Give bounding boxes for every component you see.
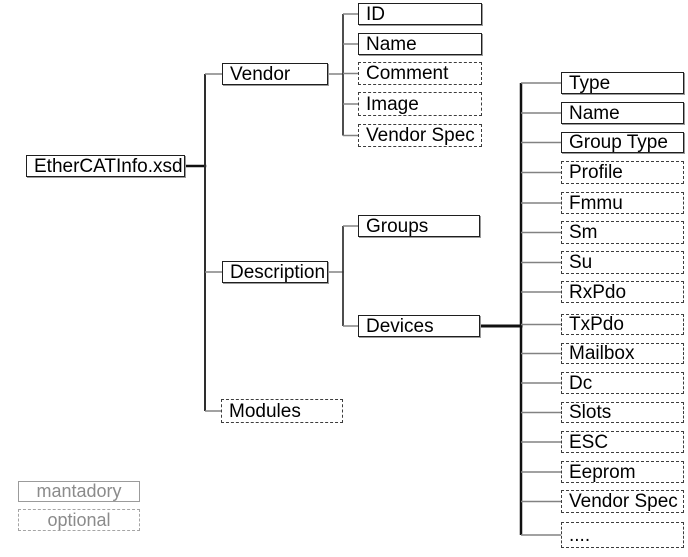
node-vspec: Vendor Spec bbox=[358, 124, 482, 147]
node-eeprom: Eeprom bbox=[561, 461, 684, 483]
node-description: Description bbox=[222, 261, 328, 283]
node-image: Image bbox=[358, 92, 482, 116]
node-profile: Profile bbox=[561, 161, 684, 184]
node-modules: Modules bbox=[221, 399, 343, 423]
node-txpdo: TxPdo bbox=[561, 314, 684, 335]
node-root: EtherCATInfo.xsd bbox=[26, 155, 185, 177]
node-dc: Dc bbox=[561, 372, 684, 394]
node-esc: ESC bbox=[561, 431, 684, 453]
node-sm: Sm bbox=[561, 221, 684, 244]
node-gtype: Group Type bbox=[561, 132, 684, 153]
legend-mandatory-box: mantadory bbox=[18, 481, 140, 502]
legend-optional-label: optional bbox=[47, 509, 111, 530]
node-dname: Name bbox=[561, 102, 684, 124]
node-dtype: Type bbox=[561, 72, 684, 94]
node-comment: Comment bbox=[358, 62, 482, 85]
node-vname: Name bbox=[358, 33, 482, 55]
node-mailbox: Mailbox bbox=[561, 343, 684, 364]
node-slots: Slots bbox=[561, 402, 684, 423]
node-fmmu: Fmmu bbox=[561, 192, 684, 214]
node-dvspec: Vendor Spec bbox=[561, 490, 684, 513]
node-more: .... bbox=[561, 522, 684, 548]
legend-mandatory-label: mantadory bbox=[36, 481, 122, 501]
node-su: Su bbox=[561, 251, 684, 274]
node-vendor: Vendor bbox=[222, 63, 328, 85]
node-devices: Devices bbox=[358, 315, 480, 337]
node-rxpdo: RxPdo bbox=[561, 281, 684, 303]
legend-optional-box: optional bbox=[18, 509, 140, 531]
node-vid: ID bbox=[358, 3, 482, 25]
node-groups: Groups bbox=[358, 215, 480, 237]
